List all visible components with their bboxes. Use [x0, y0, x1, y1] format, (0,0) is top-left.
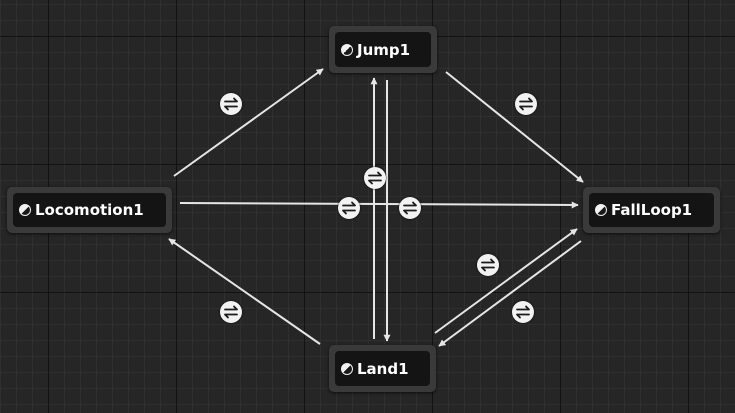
- transition-rule-icon[interactable]: [399, 197, 421, 219]
- state-icon: [595, 204, 607, 216]
- transition-fallloop-to-land[interactable]: [438, 240, 582, 347]
- state-node-label: Land1: [357, 359, 409, 378]
- transition-rule-icon[interactable]: [338, 197, 360, 219]
- transition-locomotion-to-jump[interactable]: [173, 68, 324, 177]
- transition-jump-to-fallloop[interactable]: [445, 71, 584, 183]
- state-node-body: Locomotion1: [13, 193, 166, 227]
- transition-rule-icon[interactable]: [515, 93, 537, 115]
- state-node-label: FallLoop1: [611, 201, 693, 219]
- transition-rule-icon[interactable]: [477, 254, 499, 276]
- state-node-fallloop[interactable]: FallLoop1: [583, 187, 720, 233]
- transition-rule-icon[interactable]: [512, 301, 534, 323]
- state-icon: [341, 43, 353, 56]
- transition-rule-icon[interactable]: [364, 167, 386, 189]
- state-node-body: Land1: [335, 351, 430, 386]
- state-node-label: Locomotion1: [35, 201, 144, 219]
- state-node-locomotion[interactable]: Locomotion1: [7, 187, 172, 233]
- state-node-land[interactable]: Land1: [329, 345, 436, 392]
- transition-land-to-fallloop[interactable]: [434, 228, 578, 334]
- transition-rule-icon[interactable]: [220, 93, 242, 115]
- state-node-body: Jump1: [335, 32, 431, 67]
- state-icon: [19, 204, 31, 216]
- state-node-body: FallLoop1: [589, 193, 714, 227]
- state-icon: [341, 362, 353, 375]
- transition-land-to-locomotion[interactable]: [168, 238, 321, 345]
- state-node-label: Jump1: [357, 40, 411, 59]
- transition-locomotion-to-fallloop[interactable]: [179, 201, 579, 209]
- transition-rule-icon[interactable]: [220, 301, 242, 323]
- state-node-jump[interactable]: Jump1: [329, 26, 437, 73]
